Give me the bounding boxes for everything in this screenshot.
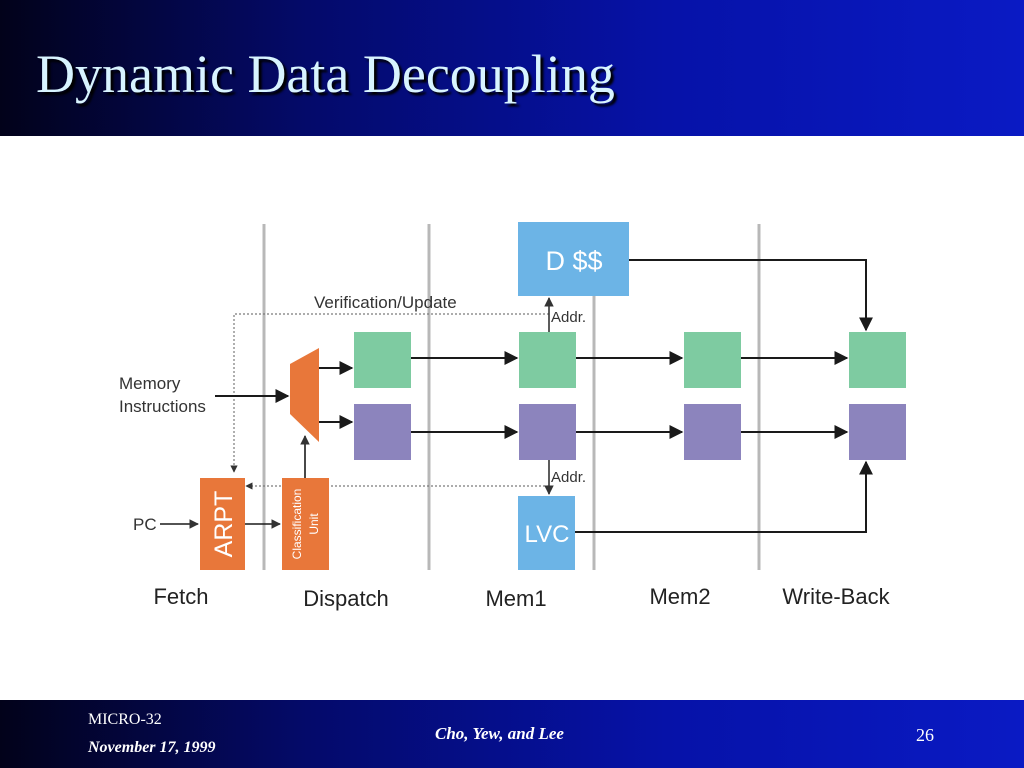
stage-label-dispatch: Dispatch (303, 586, 389, 611)
footer-date: November 17, 1999 (88, 739, 216, 756)
memory-instructions-label-line2: Instructions (119, 397, 206, 416)
dcache-label: D $$ (545, 246, 602, 276)
green-latch-dispatch (354, 332, 411, 388)
stage-label-writeback: Write-Back (782, 584, 890, 609)
lvc-box (518, 496, 575, 570)
addr-label-top: Addr. (551, 309, 586, 326)
addr-label-bottom: Addr. (551, 469, 586, 486)
title-bar: Dynamic Data Decoupling (0, 0, 1024, 136)
purple-latch-writeback (849, 404, 906, 460)
arpt-box (200, 478, 245, 570)
slide-title: Dynamic Data Decoupling (36, 44, 615, 104)
footer-bar: MICRO-32 November 17, 1999 Cho, Yew, and… (0, 700, 1024, 768)
dispatch-mux (290, 348, 319, 442)
green-latch-mem2 (684, 332, 741, 388)
lvc-to-writeback-arrow (575, 460, 873, 533)
green-latch-writeback (849, 332, 906, 388)
verification-update-label: Verification/Update (314, 293, 457, 312)
arpt-label: ARPT (210, 491, 238, 558)
pc-label: PC (133, 515, 157, 534)
footer-page-number: 26 (916, 725, 934, 745)
classification-label-line2: Unit (307, 513, 321, 535)
stage-label-fetch: Fetch (153, 584, 208, 609)
dcache-to-writeback-arrow (629, 259, 873, 332)
green-latch-mem1 (519, 332, 576, 388)
dcache-box (518, 222, 629, 296)
purple-latch-dispatch (354, 404, 411, 460)
stage-label-mem2: Mem2 (649, 584, 710, 609)
pipeline-diagram: Verification/Update D $$ Addr. Addr. LVC… (119, 222, 906, 611)
purple-latch-mem1 (519, 404, 576, 460)
memory-instructions-label-line1: Memory (119, 374, 181, 393)
purple-latch-mem2 (684, 404, 741, 460)
stage-label-mem1: Mem1 (485, 586, 546, 611)
footer-authors: Cho, Yew, and Lee (435, 724, 564, 743)
verification-update-path (230, 313, 549, 473)
lvc-label: LVC (525, 521, 570, 548)
footer-conference: MICRO-32 (88, 711, 162, 728)
classification-label-line1: Classification (290, 489, 304, 560)
classification-unit-box (282, 478, 329, 570)
